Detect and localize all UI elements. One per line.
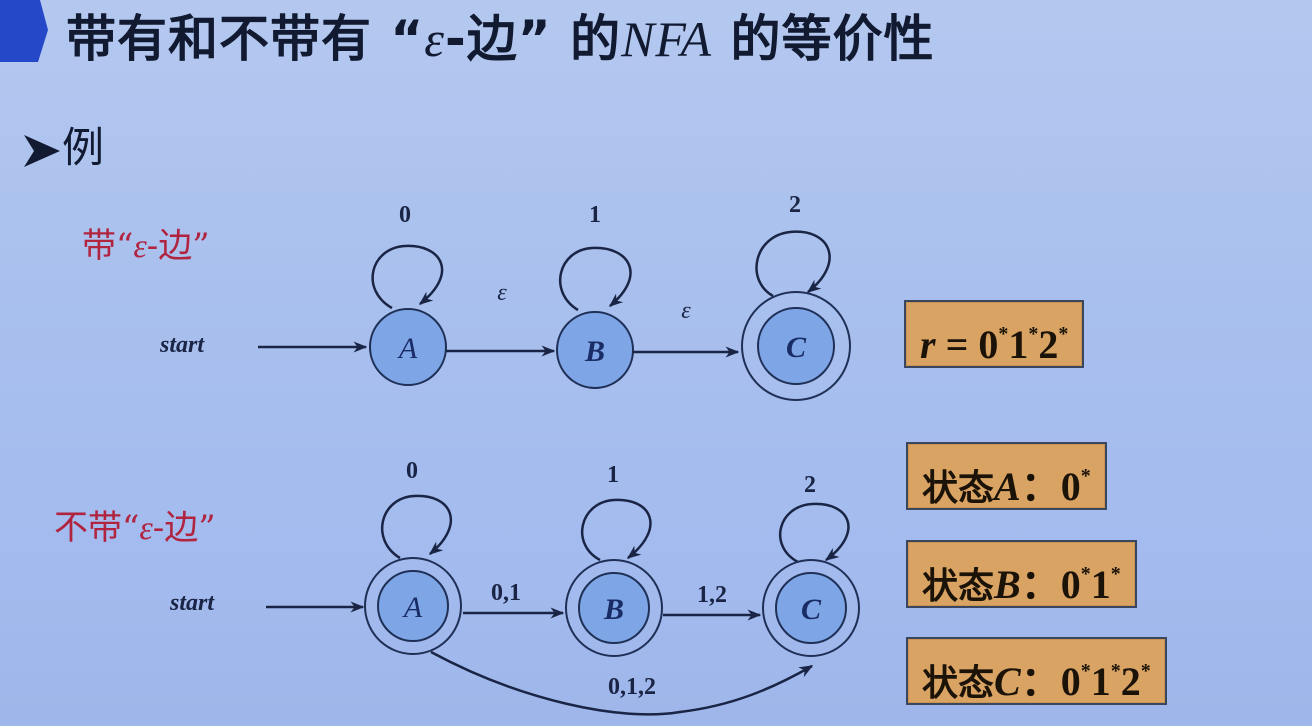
state-B: 1 B (556, 202, 634, 389)
self-loop-arrow (581, 498, 652, 562)
self-loop-label: 2 (789, 192, 801, 218)
state-C-accepting: 2 C (762, 472, 860, 657)
state-A: 0 A (369, 202, 447, 386)
transition-label: 1,2 (697, 582, 727, 608)
transition-label: ε (497, 280, 507, 306)
state-A-accepting: 0 A (364, 458, 462, 655)
start-label: start (159, 332, 205, 358)
self-loop-label: 1 (607, 462, 619, 488)
self-loop-arrow (371, 244, 444, 310)
state-name: B (584, 335, 605, 368)
state-B-accepting: 1 B (565, 462, 663, 657)
state-name: B (603, 593, 624, 626)
without-epsilon-nfa: start 0 A 0,1 1 B 1,2 2 C (169, 458, 860, 716)
state-A-box: 状态A：0* (906, 442, 1107, 510)
arrowhead-bullet-icon (24, 134, 60, 167)
state-name: C (786, 331, 807, 364)
self-loop-label: 2 (804, 472, 816, 498)
state-C-box: 状态C：0*1*2* (906, 637, 1167, 705)
with-epsilon-label: 带“ε-边” (82, 226, 210, 266)
slide-title: 带有和不带有 “ε-边” 的NFA 的等价性 (66, 10, 935, 68)
self-loop-label: 0 (399, 202, 411, 228)
title-marker-icon (0, 0, 48, 62)
self-loop-arrow (779, 502, 850, 564)
with-epsilon-nfa: start 0 A ε 1 B ε 2 C (159, 192, 851, 401)
example-bullet: 例 (22, 118, 104, 178)
state-name: C (801, 593, 822, 626)
self-loop-arrow (755, 230, 831, 298)
self-loop-arrow (559, 246, 632, 312)
state-B-box: 状态B：0*1* (906, 540, 1137, 608)
state-name: A (397, 332, 418, 365)
self-loop-label: 0 (406, 458, 418, 484)
transition-label: 0,1 (491, 580, 521, 606)
regex-box: r = 0*1*2* (904, 300, 1085, 368)
self-loop-arrow (381, 494, 452, 560)
transition-A-C (430, 650, 814, 716)
transition-label: ε (681, 298, 691, 324)
transition-label: 0,1,2 (608, 674, 656, 700)
state-name: A (402, 591, 423, 624)
self-loop-label: 1 (589, 202, 601, 228)
without-epsilon-label: 不带“ε-边” (54, 508, 216, 548)
start-label: start (169, 590, 215, 616)
state-C-accepting: 2 C (741, 192, 851, 401)
